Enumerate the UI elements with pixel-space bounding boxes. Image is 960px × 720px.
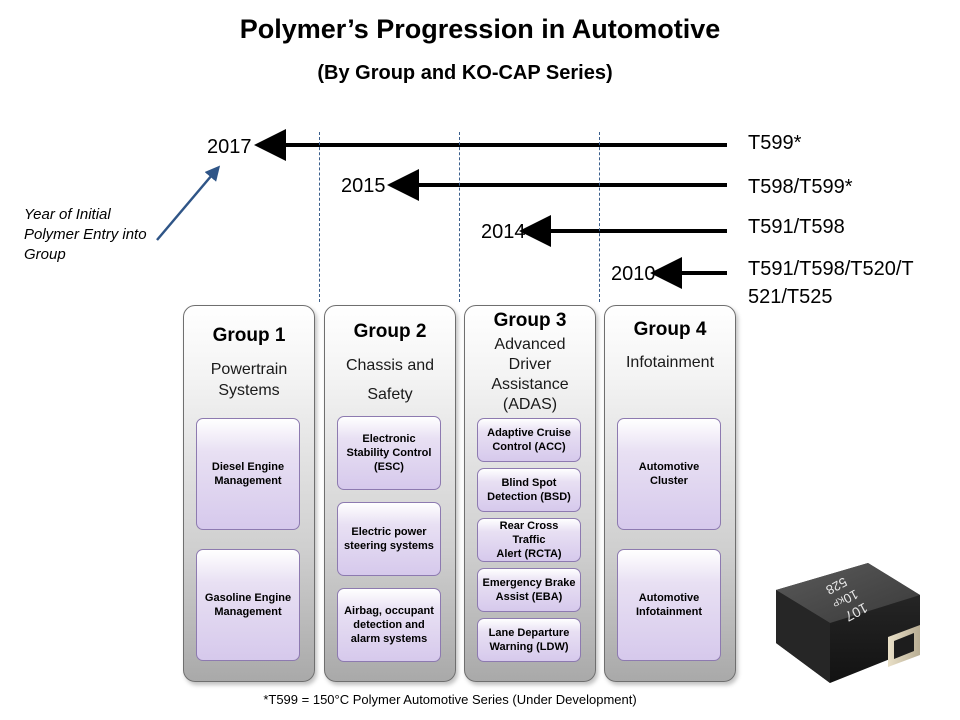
group-subtitle-line: Infotainment (625, 354, 715, 371)
group-subtitle-line: (ADAS) (502, 396, 558, 413)
svg-text:10KP: 10KP (830, 587, 860, 613)
group-subtitle-line: Powertrain (210, 361, 288, 378)
group-title: Group 3 (493, 310, 567, 331)
series-2015: T598/T599* (748, 176, 853, 198)
group-subtitle-line: Systems (218, 382, 280, 399)
polymer-capacitor-image: 528 10KP 107 (776, 563, 920, 683)
year-2017: 2017 (207, 136, 252, 158)
year-2015: 2015 (341, 175, 386, 197)
group-title: Group 1 (212, 325, 286, 346)
page-subtitle: (By Group and KO-CAP Series) (317, 62, 613, 84)
group-subtitle-line: Safety (367, 386, 413, 403)
group-title: Group 2 (353, 321, 427, 342)
year-2010: 2010 (611, 263, 656, 285)
year-entry-note: Year of Initial Polymer Entry into Group (24, 206, 147, 263)
divider-1 (319, 132, 320, 302)
group-subtitle-line: Advanced (494, 336, 566, 353)
divider-3 (599, 132, 600, 302)
year-2014: 2014 (481, 221, 526, 243)
note-pointer-arrow (156, 165, 221, 241)
series-2017: T599* (748, 132, 802, 154)
group-subtitle-line: Assistance (491, 376, 569, 393)
series-2010-line1: T591/T598/T520/T (748, 258, 914, 280)
page-title: Polymer’s Progression in Automotive (239, 14, 721, 44)
divider-2 (459, 132, 460, 302)
group-title: Group 4 (633, 319, 707, 340)
series-2010-line2: 521/T525 (748, 286, 833, 308)
series-2014: T591/T598 (748, 216, 845, 238)
footnote: *T599 = 150°C Polymer Automotive Series … (263, 692, 637, 707)
group-subtitle-line: Chassis and (345, 357, 435, 374)
group-subtitle-line: Driver (508, 356, 552, 373)
